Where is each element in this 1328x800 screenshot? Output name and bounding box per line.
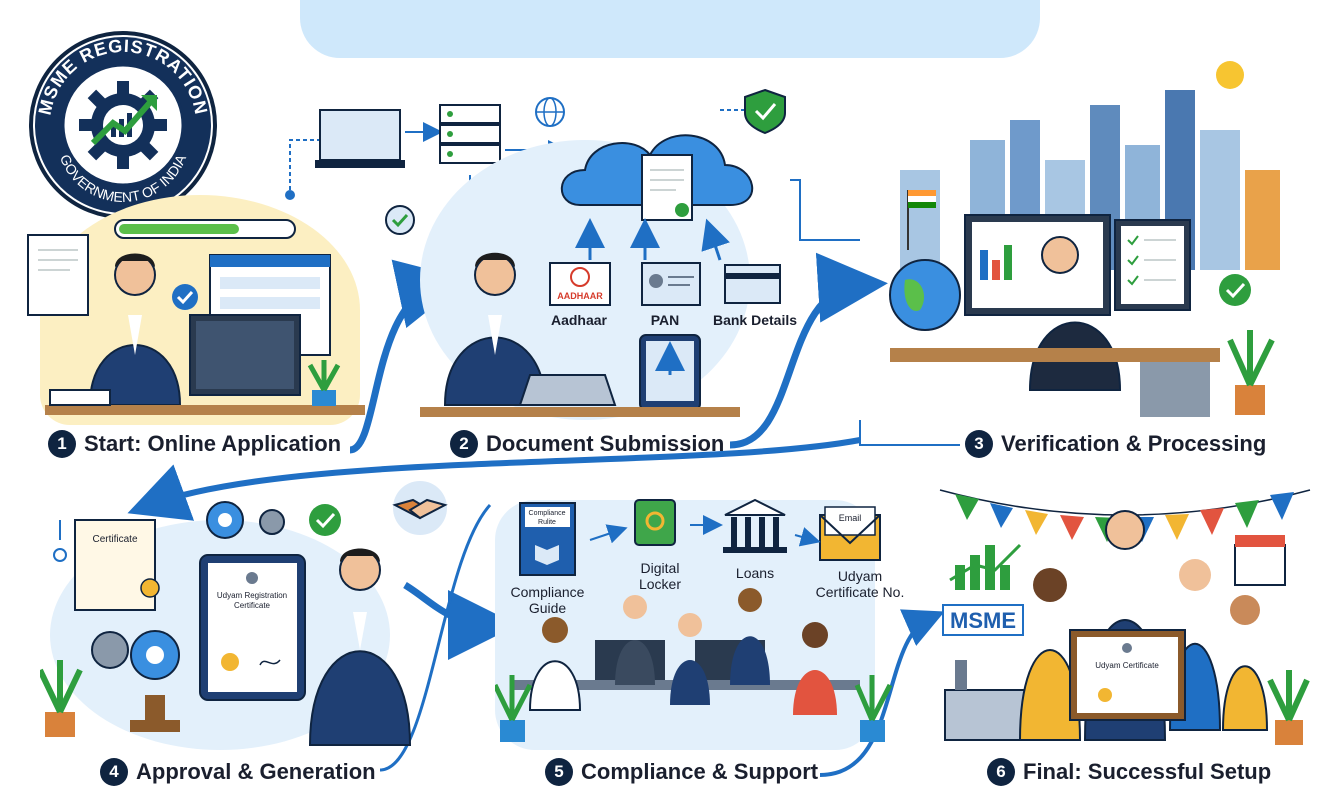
locker-label-2: Locker [638,576,682,592]
globe-icon [889,259,961,331]
gear-icon [385,205,415,235]
shield-icon [744,88,786,135]
bank-icon [724,498,786,516]
arrow-2-3 [729,252,888,449]
laptop-icon [319,109,401,161]
step-3-title: Verification & Processing [1001,431,1267,456]
top-banner [300,0,1040,58]
msme-sign-text: MSME [950,608,1016,633]
network-icons [315,97,565,235]
step-1-title: Start: Online Application [84,431,342,456]
step-3-label: 3 Verification & Processing [965,430,1266,458]
guide-label-2: Guide [528,600,567,616]
step-2-number: 2 [450,430,478,458]
book-title-1: Compliance [529,510,566,517]
digital-locker-icon [634,499,676,546]
arrow-5-6 [819,609,945,777]
check-icon [309,504,341,536]
step-3-number: 3 [965,430,993,458]
udyam-cert-line2: Certificate [234,601,271,610]
arrow-1-2 [348,259,468,454]
arrow-3-4 [127,437,861,521]
step-5-title: Compliance & Support [581,759,819,784]
step-6-label: 6 Final: Successful Setup [987,758,1271,786]
panel-5-illustration: Compliance Rulite Email [495,498,893,742]
locker-label-1: Digital [640,560,680,576]
final-certificate-text: Udyam Certificate [1095,661,1159,670]
loans-label: Loans [735,565,775,581]
book-title-2: Rulite [538,519,556,526]
udyam-cert-line1: Udyam Registration [217,591,287,600]
step-5-label: 5 Compliance & Support [545,758,818,786]
sun-icon [1216,61,1244,89]
certificate-scroll-text: Certificate [92,534,137,545]
step-1-label: 1 Start: Online Application [48,430,341,458]
line-4-5 [379,503,492,772]
guide-label-1: Compliance [510,584,585,600]
arrow-4-5 [403,581,518,660]
msme-seal-logo: MSME REGISTRATION GOVERNMENT OF INDIA [29,31,217,219]
step-6-title: Final: Successful Setup [1023,759,1272,784]
step-2-label: 2 Document Submission [450,430,724,458]
handshake-icon [392,481,448,535]
panel-2-illustration: AADHAAR [420,88,786,417]
step-4-number: 4 [100,758,128,786]
bank-card-icon [724,264,781,304]
step-1-number: 1 [48,430,76,458]
bank-details-label: Bank Details [712,312,798,328]
panel-6-illustration: MSME Udyam Certificate [939,489,1311,745]
shop-icon [1234,544,1286,586]
udyam-label-2: Certificate No. [815,584,905,600]
step-5-number: 5 [545,758,573,786]
step-4-title: Approval & Generation [136,759,376,784]
email-label: Email [839,513,862,523]
aadhaar-logo-text: AADHAAR [557,291,603,301]
aadhaar-label: Aadhaar [550,312,608,328]
panel-3-illustration [889,61,1280,417]
step-2-title: Document Submission [486,431,725,456]
step-4-label: 4 Approval & Generation [100,758,376,786]
panel-4-illustration: Certificate Udyam Registration Certifica… [40,501,412,746]
panel-1-illustration [27,219,365,415]
step-6-number: 6 [987,758,1015,786]
aadhaar-card-icon [549,262,611,306]
certificate-scroll-icon [74,519,156,611]
server-icon [439,104,501,124]
udyam-label-1: Udyam [837,568,883,584]
pan-label: PAN [650,312,680,328]
